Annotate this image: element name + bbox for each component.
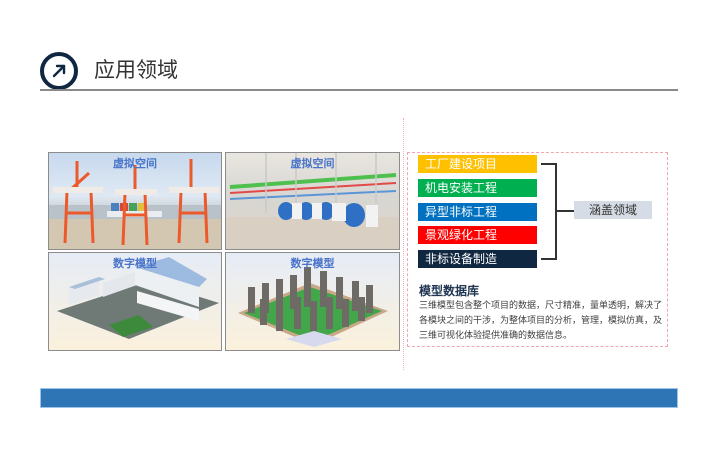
- arrow-up-right-circle-icon: [40, 52, 78, 90]
- database-description: 三维模型包含整个项目的数据，尺寸精准，量单透明，解决了各模块之间的干涉，为整体项…: [419, 301, 663, 341]
- image-residential-model: 数字模型: [225, 252, 400, 351]
- page-title: 应用领域: [94, 58, 178, 82]
- tile-caption: 数字模型: [290, 257, 335, 270]
- title-underline: [40, 89, 678, 91]
- domain-tag-landscape: 景观绿化工程: [418, 226, 537, 244]
- image-factory-model: 数字模型: [48, 252, 222, 351]
- vertical-divider: [403, 118, 404, 370]
- image-port-cranes: 虚拟空间: [48, 152, 222, 250]
- tile-caption: 数字模型: [113, 257, 157, 270]
- database-title: 模型数据库: [419, 284, 480, 298]
- domains-panel: [407, 152, 668, 347]
- domain-tag-nonstandard: 异型非标工程: [418, 203, 537, 221]
- scope-label: 涵盖领域: [574, 201, 652, 219]
- domain-tag-factory: 工厂建设项目: [418, 155, 537, 173]
- image-boiler-room: 虚拟空间: [225, 152, 400, 250]
- tile-caption: 虚拟空间: [290, 157, 335, 170]
- domain-tag-equipment: 非标设备制造: [418, 250, 537, 268]
- tile-caption: 虚拟空间: [113, 157, 157, 170]
- bracket-stem: [557, 210, 574, 212]
- domain-tag-mep: 机电安装工程: [418, 179, 537, 197]
- footer-bar: [40, 388, 678, 408]
- bracket-connector: [541, 163, 557, 260]
